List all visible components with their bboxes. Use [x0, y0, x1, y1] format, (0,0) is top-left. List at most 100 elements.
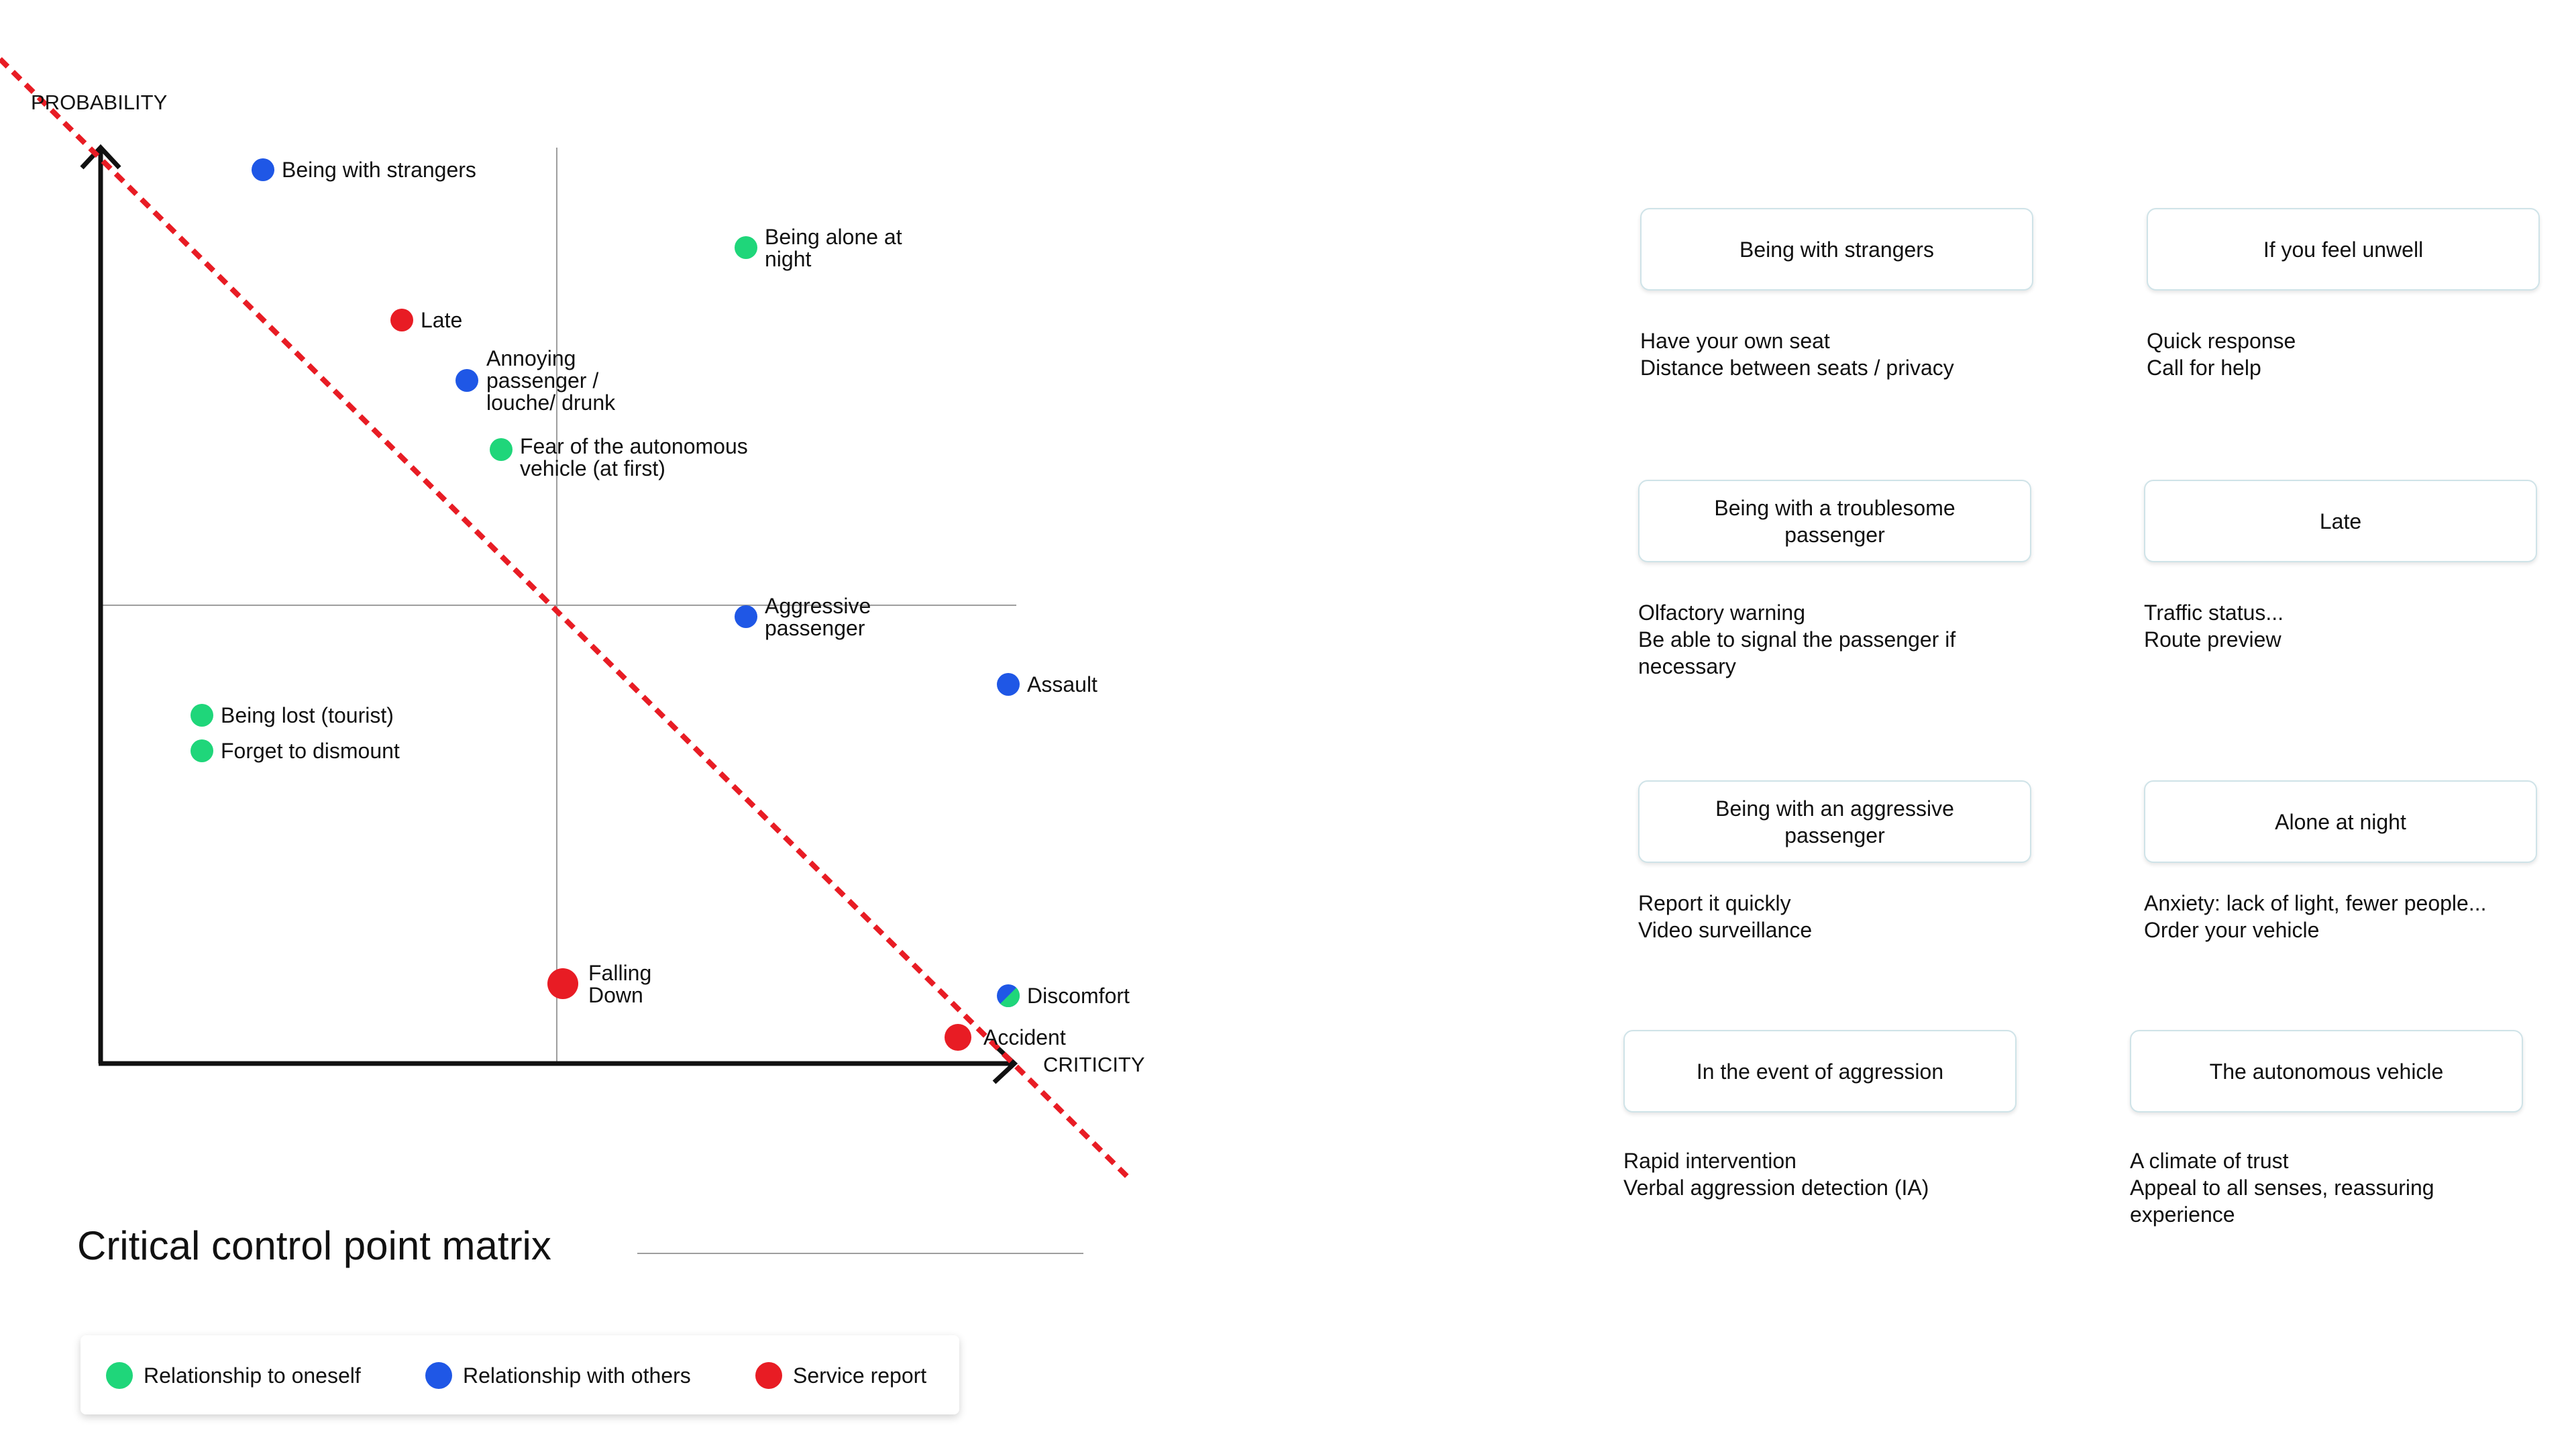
threshold-line — [0, 57, 1132, 1182]
card-description: Report it quickly Video surveillance — [1638, 890, 2054, 943]
card-line: Route preview — [2144, 627, 2282, 652]
card-line: Report it quickly — [1638, 891, 1791, 915]
point-label: Late — [421, 308, 462, 332]
legend: Relationship to oneself Relationship wit… — [80, 1335, 959, 1414]
card-description: Olfactory warning Be able to signal the … — [1638, 599, 2054, 680]
risk-point: Discomfort — [997, 984, 1130, 1008]
point-label-line: Discomfort — [1027, 984, 1130, 1008]
card-line: Traffic status... — [2144, 601, 2284, 625]
point-label-line: Late — [421, 308, 462, 332]
card-title-box[interactable]: Being with a troublesome passenger — [1638, 480, 2031, 562]
card-line: A climate of trust — [2130, 1149, 2289, 1173]
card-title-box[interactable]: Being with an aggressive passenger — [1638, 780, 2031, 863]
legend-item-oneself: Relationship to oneself — [106, 1362, 361, 1389]
point-label-line: Forget to dismount — [221, 739, 400, 763]
risk-point: Late — [390, 308, 462, 332]
point-label-line: Assault — [1027, 672, 1097, 696]
point-dot — [735, 236, 757, 259]
card-description: Quick response Call for help — [2147, 327, 2563, 381]
card-title-box[interactable]: Late — [2144, 480, 2537, 562]
point-dot — [390, 309, 413, 331]
point-label-line: Aggressive — [765, 594, 871, 618]
legend-item-others: Relationship with others — [425, 1362, 691, 1389]
point-dot — [191, 739, 213, 762]
card-line: Call for help — [2147, 356, 2261, 380]
y-axis-label: PROBABILITY — [31, 91, 167, 114]
legend-dot-green — [106, 1362, 133, 1389]
card-line: Order your vehicle — [2144, 918, 2320, 942]
card-line: Anxiety: lack of light, fewer people... — [2144, 891, 2487, 915]
card-line: Distance between seats / privacy — [1640, 356, 1954, 380]
legend-label: Relationship to oneself — [144, 1363, 361, 1388]
point-dot — [547, 968, 578, 999]
legend-label: Service report — [793, 1363, 927, 1388]
legend-item-service: Service report — [755, 1362, 926, 1389]
point-label-line: Accident — [983, 1025, 1066, 1049]
point-dot-half — [1000, 987, 1020, 1007]
card-title-box[interactable]: Being with strangers — [1640, 208, 2033, 291]
point-label-line: Fear of the autonomous — [520, 434, 748, 458]
card-description: Anxiety: lack of light, fewer people... … — [2144, 890, 2560, 943]
point-dot — [455, 369, 478, 392]
diagram-title: Critical control point matrix — [77, 1223, 551, 1268]
point-label-line: Being alone at — [765, 225, 902, 249]
legend-label: Relationship with others — [463, 1363, 691, 1388]
card-title: Being with an aggressive passenger — [1715, 796, 1954, 847]
legend-dot-blue — [425, 1362, 452, 1389]
point-label-line: Being with strangers — [282, 158, 476, 182]
point-label-line: vehicle (at first) — [520, 456, 665, 480]
card-description: Rapid intervention Verbal aggression det… — [1623, 1147, 2039, 1201]
point-dot — [945, 1024, 971, 1051]
card-title-box[interactable]: In the event of aggression — [1623, 1030, 2017, 1112]
card-title: The autonomous vehicle — [2209, 1059, 2444, 1084]
point-label: Assault — [1027, 672, 1097, 696]
point-label-line: Down — [588, 983, 643, 1007]
risk-point: Being lost (tourist) — [191, 703, 394, 727]
card-line: Have your own seat — [1640, 329, 1830, 353]
risk-point: Accident — [945, 1024, 1066, 1051]
title-divider — [637, 1253, 1083, 1254]
point-label: Accident — [983, 1025, 1066, 1049]
card-line: necessary — [1638, 654, 1736, 678]
card-line: Quick response — [2147, 329, 2296, 353]
card-line: Rapid intervention — [1623, 1149, 1796, 1173]
legend-dot-red — [755, 1362, 782, 1389]
point-dot — [191, 704, 213, 727]
card-line: Be able to signal the passenger if — [1638, 627, 1956, 652]
point-label-line: night — [765, 247, 812, 271]
point-label: Forget to dismount — [221, 739, 400, 763]
card-title: Being with a troublesome passenger — [1714, 495, 1955, 547]
card-title-box[interactable]: The autonomous vehicle — [2130, 1030, 2523, 1112]
card-line: Appeal to all senses, reassuring — [2130, 1176, 2434, 1200]
card-title-box[interactable]: Alone at night — [2144, 780, 2537, 863]
risk-point: Assault — [997, 672, 1097, 696]
point-dot — [252, 158, 274, 181]
point-label-line: Being lost (tourist) — [221, 703, 394, 727]
point-dot — [735, 605, 757, 628]
point-label: Discomfort — [1027, 984, 1130, 1008]
point-label-line: Annoying — [486, 346, 576, 370]
point-dot — [490, 438, 513, 461]
risk-point: Forget to dismount — [191, 739, 400, 763]
x-axis-arrowhead — [992, 1043, 1018, 1084]
risk-point: Being with strangers — [252, 158, 476, 182]
point-label-line: Falling — [588, 961, 651, 985]
card-title: Late — [2319, 509, 2362, 533]
x-axis-label: CRITICITY — [1043, 1053, 1145, 1076]
card-description: Have your own seat Distance between seat… — [1640, 327, 2056, 381]
card-line: Verbal aggression detection (IA) — [1623, 1176, 1929, 1200]
point-label-line: passenger — [765, 616, 865, 640]
card-title: In the event of aggression — [1696, 1059, 1944, 1084]
card-title-box[interactable]: If you feel unwell — [2147, 208, 2540, 291]
point-label-line: louche/ drunk — [486, 391, 616, 415]
